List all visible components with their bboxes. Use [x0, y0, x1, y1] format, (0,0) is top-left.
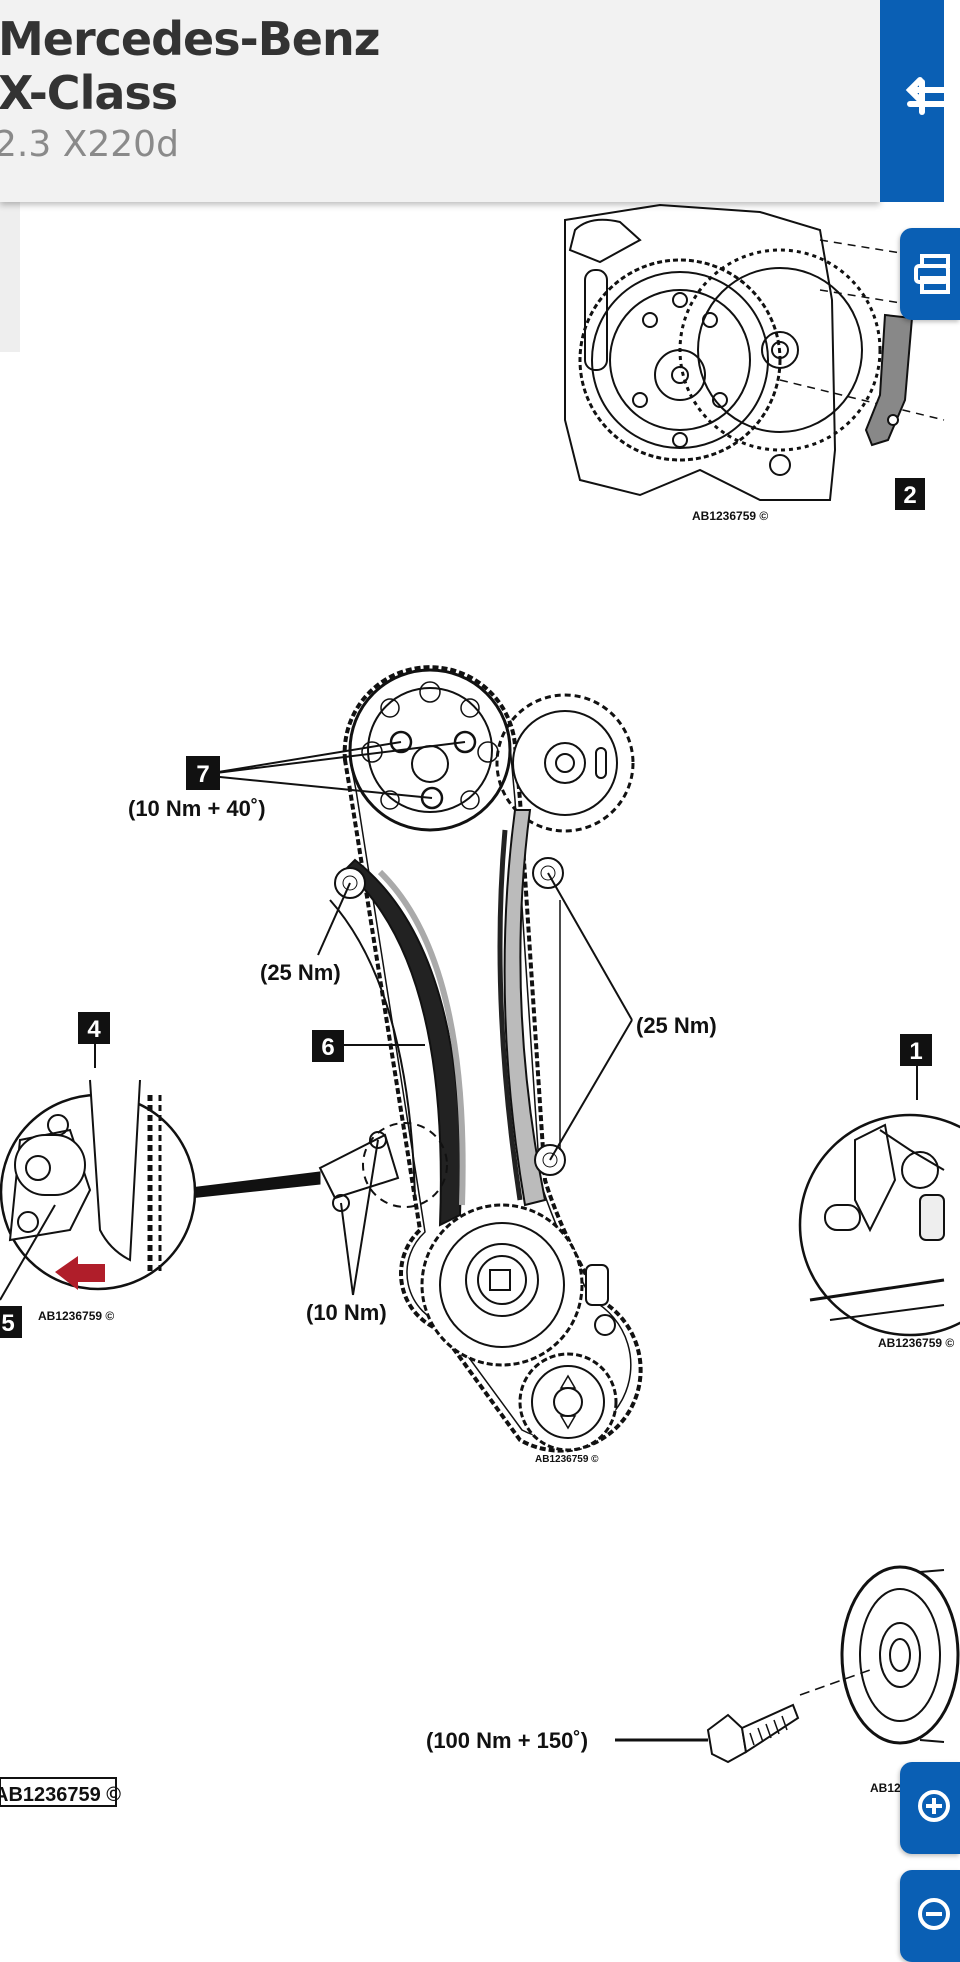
callout-1-label: 1 — [909, 1038, 922, 1065]
torque-camshaft-label: (10 Nm + 40˚) — [128, 796, 266, 821]
timing-chain-diagram: 2 7 6 4 1 5 (10 Nm + 40˚) (25 Nm) (25 Nm… — [0, 203, 960, 1807]
zoom-out-icon — [918, 1898, 950, 1930]
figure-ref-right: AB1236759 © — [878, 1336, 954, 1350]
callout-2-box — [895, 478, 925, 510]
vehicle-model: X-Class — [0, 66, 178, 120]
torque-pulley-label: (100 Nm + 150˚) — [426, 1728, 588, 1753]
left-panel-edge — [0, 202, 20, 352]
vehicle-header: Mercedes-Benz X-Class 2.3 X220d — [0, 0, 880, 202]
callout-7-label: 7 — [196, 761, 209, 788]
vehicle-engine: 2.3 X220d — [0, 124, 179, 165]
callout-6-label: 6 — [321, 1034, 334, 1061]
crankshaft-bolt — [615, 1703, 800, 1764]
header-action-button[interactable] — [880, 0, 947, 202]
figure-ref-top: AB1236759 © — [692, 509, 768, 523]
leader-lines — [199, 741, 918, 1296]
print-icon — [914, 254, 950, 294]
red-arrow — [55, 1256, 105, 1290]
right-detail-illustration — [798, 1113, 960, 1337]
torque-right-guide-label: (25 Nm) — [636, 1013, 717, 1038]
figure-ref-bottom-left: AB1236759 © — [0, 1784, 121, 1806]
vehicle-make: Mercedes-Benz — [0, 12, 381, 66]
pulley-illustration — [799, 1565, 960, 1745]
swap-arrow-icon — [905, 77, 947, 115]
callout-2-label: 2 — [903, 482, 916, 509]
figure-ref-center: AB1236759 © — [535, 1454, 599, 1465]
zoom-in-icon — [918, 1790, 950, 1822]
torque-left-guide-label: (25 Nm) — [260, 960, 341, 985]
zoom-in-button[interactable] — [900, 1762, 960, 1854]
figure-ref-left: AB1236759 © — [38, 1309, 114, 1323]
timing-drive-illustration — [189, 665, 643, 1453]
callout-5-label: 5 — [1, 1310, 14, 1337]
torque-tensioner-label: (10 Nm) — [306, 1300, 387, 1325]
zoom-out-button[interactable] — [900, 1870, 960, 1962]
left-detail-illustration — [0, 1035, 197, 1301]
callout-boxes — [0, 756, 932, 1807]
print-button[interactable] — [900, 228, 960, 320]
top-detail-illustration — [564, 203, 945, 501]
callout-4-label: 4 — [87, 1016, 101, 1043]
